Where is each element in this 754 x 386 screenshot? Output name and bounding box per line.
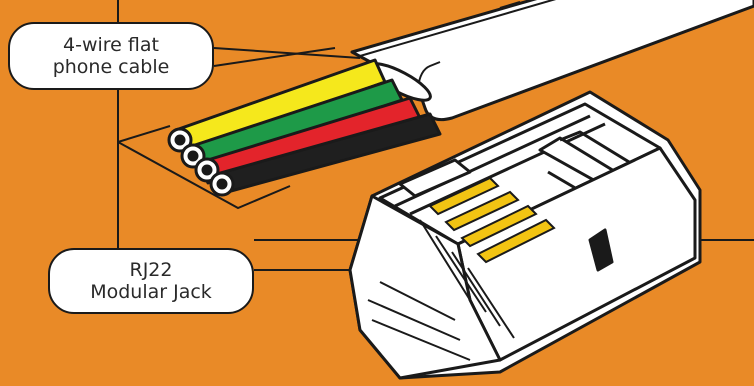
label-rj22-jack-line1: RJ22 [129,259,173,281]
jack-side [348,194,502,380]
leader-cable-sheath [213,47,336,67]
label-phone-cable-line1: 4-wire flat [63,34,159,56]
leader-wire-bottom [117,141,291,210]
leader-cable-top [213,47,361,59]
label-rj22-jack: RJ22 Modular Jack [48,248,254,314]
wire-ends [167,127,235,197]
jack-contacts [428,176,556,264]
label-phone-cable-line2: phone cable [52,56,170,78]
label-rj22-jack-line2: Modular Jack [90,281,212,303]
leader-wire-ends [117,125,171,143]
contact-channels [419,219,515,339]
label-phone-cable: 4-wire flat phone cable [8,22,214,90]
